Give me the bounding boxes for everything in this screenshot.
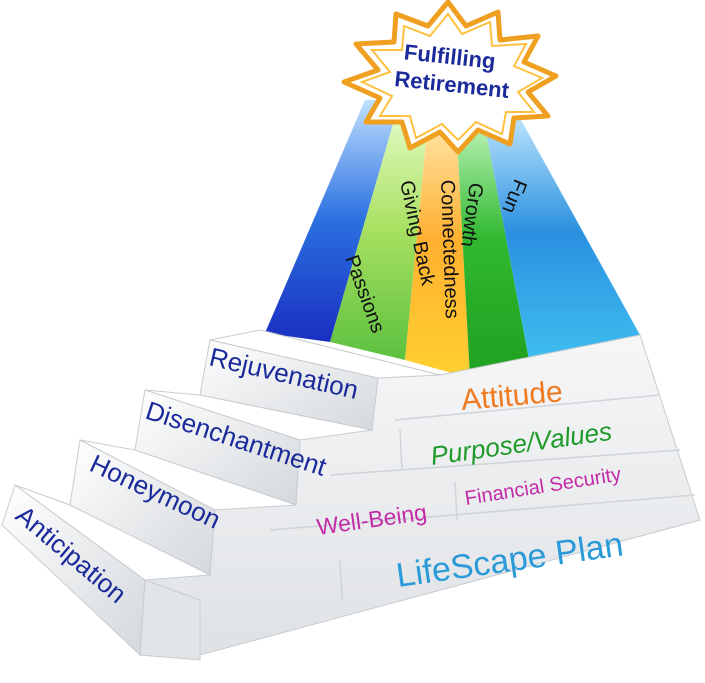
- step-base: [139, 579, 201, 661]
- starburst-inner: [359, 12, 545, 142]
- ray-connectedness: [405, 100, 470, 378]
- ray-passions: [265, 100, 400, 342]
- ray-growth: [455, 100, 530, 378]
- ray-label-connectedness: Connectedness: [436, 179, 463, 319]
- rays-group: [265, 100, 640, 378]
- ray-giving-back: [330, 100, 430, 360]
- starburst-badge: Fulfilling Retirement: [341, 0, 559, 155]
- staircase: [1, 329, 441, 661]
- ray-fun: [480, 100, 640, 365]
